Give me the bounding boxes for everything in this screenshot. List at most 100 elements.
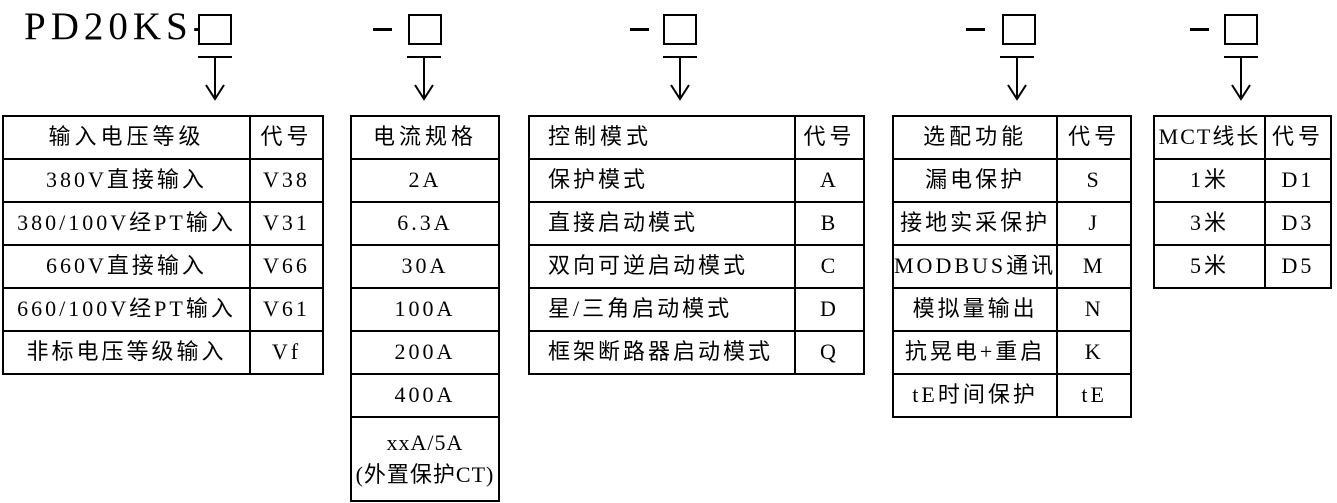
option-code: C	[794, 244, 865, 289]
table-row: 400A	[350, 373, 500, 418]
model-prefix: PD20KS-	[24, 5, 211, 48]
option-code: J	[1056, 201, 1133, 246]
option-label: 380/100V经PT输入	[2, 201, 251, 246]
code-placeholder-box-2	[408, 14, 442, 45]
table-row: 接地实采保护 J	[891, 201, 1133, 246]
table-row: 双向可逆启动模式 C	[528, 244, 865, 289]
table-row: 660/100V经PT输入 V61	[2, 287, 324, 332]
column-header: 代号	[1264, 115, 1332, 160]
table-row: tE时间保护 tE	[891, 373, 1133, 418]
option-label: tE时间保护	[891, 373, 1059, 418]
table-row: 100A	[350, 287, 500, 332]
option-label: 2A	[350, 158, 500, 203]
header-row: MCT线长 代号	[1153, 115, 1332, 160]
down-arrow-icon	[407, 56, 441, 101]
column-header: 代号	[249, 115, 324, 160]
column-header: 电流规格	[350, 115, 500, 160]
column-header: 选配功能	[891, 115, 1059, 160]
option-label: 660/100V经PT输入	[2, 287, 251, 332]
option-code: A	[794, 158, 865, 203]
option-code: Vf	[249, 330, 324, 375]
option-code: V66	[249, 244, 324, 289]
option-code: K	[1056, 330, 1133, 375]
table-row: 200A	[350, 330, 500, 375]
table-row: 6.3A	[350, 201, 500, 246]
header-row: 控制模式 代号	[528, 115, 865, 160]
option-label: 6.3A	[350, 201, 500, 246]
table-row: 1米 D1	[1153, 158, 1332, 203]
table-row: 模拟量输出 N	[891, 287, 1133, 332]
mct-cable-length-table: MCT线长 代号 1米 D1 3米 D3 5米 D5	[1153, 115, 1332, 289]
option-label: 星/三角启动模式	[528, 287, 796, 332]
table-row: 3米 D3	[1153, 201, 1332, 246]
option-label: 抗晃电+重启	[891, 330, 1059, 375]
table-row: MODBUS通讯 M	[891, 244, 1133, 289]
option-label: 5米	[1153, 244, 1266, 289]
code-placeholder-box-4	[1002, 14, 1036, 45]
table-row: 抗晃电+重启 K	[891, 330, 1133, 375]
down-arrow-icon	[198, 56, 232, 101]
option-label: MODBUS通讯	[891, 244, 1059, 289]
table-row: 660V直接输入 V66	[2, 244, 324, 289]
input-voltage-table: 输入电压等级 代号 380V直接输入 V38 380/100V经PT输入 V31…	[2, 115, 324, 375]
separator-dash	[966, 28, 985, 31]
code-placeholder-box-3	[663, 14, 697, 45]
option-label: 30A	[350, 244, 500, 289]
option-label: xxA/5A (外置保护CT)	[350, 416, 500, 502]
column-header: MCT线长	[1153, 115, 1266, 160]
table-row: 2A	[350, 158, 500, 203]
option-code: V38	[249, 158, 324, 203]
option-label: 双向可逆启动模式	[528, 244, 796, 289]
separator-dash	[1190, 28, 1209, 31]
current-spec-table: 电流规格 2A 6.3A 30A 100A 200A 400A xxA/5A (…	[350, 115, 500, 502]
option-label: 660V直接输入	[2, 244, 251, 289]
option-label: 380V直接输入	[2, 158, 251, 203]
control-mode-table: 控制模式 代号 保护模式 A 直接启动模式 B 双向可逆启动模式 C 星/三角启…	[528, 115, 865, 375]
option-label: 3米	[1153, 201, 1266, 246]
down-arrow-icon	[1000, 56, 1034, 101]
column-header: 代号	[1056, 115, 1133, 160]
option-label: 非标电压等级输入	[2, 330, 251, 375]
column-header: 输入电压等级	[2, 115, 251, 160]
option-label: 直接启动模式	[528, 201, 796, 246]
option-code: N	[1056, 287, 1133, 332]
down-arrow-icon	[663, 56, 697, 101]
option-label: 100A	[350, 287, 500, 332]
option-code: tE	[1056, 373, 1133, 418]
separator-dash	[373, 28, 392, 31]
header-row: 输入电压等级 代号	[2, 115, 324, 160]
option-label: 接地实采保护	[891, 201, 1059, 246]
header-row: 电流规格	[350, 115, 500, 160]
option-code: D3	[1264, 201, 1332, 246]
option-code: S	[1056, 158, 1133, 203]
table-row: 30A	[350, 244, 500, 289]
table-row: 漏电保护 S	[891, 158, 1133, 203]
column-header: 控制模式	[528, 115, 796, 160]
column-header: 代号	[794, 115, 865, 160]
option-label: 漏电保护	[891, 158, 1059, 203]
table-row: 380/100V经PT输入 V31	[2, 201, 324, 246]
option-code: M	[1056, 244, 1133, 289]
table-row: 5米 D5	[1153, 244, 1332, 289]
option-code: Q	[794, 330, 865, 375]
option-code: V31	[249, 201, 324, 246]
header-row: 选配功能 代号	[891, 115, 1133, 160]
option-label: 保护模式	[528, 158, 796, 203]
table-row: 直接启动模式 B	[528, 201, 865, 246]
optional-functions-table: 选配功能 代号 漏电保护 S 接地实采保护 J MODBUS通讯 M 模拟量输出…	[891, 115, 1133, 418]
option-label: 400A	[350, 373, 500, 418]
down-arrow-icon	[1224, 56, 1258, 101]
option-code: B	[794, 201, 865, 246]
table-row: 星/三角启动模式 D	[528, 287, 865, 332]
option-code: D	[794, 287, 865, 332]
option-label: 1米	[1153, 158, 1266, 203]
option-label: 200A	[350, 330, 500, 375]
code-placeholder-box-1	[198, 14, 232, 45]
table-row: 380V直接输入 V38	[2, 158, 324, 203]
table-row: 保护模式 A	[528, 158, 865, 203]
table-row: 非标电压等级输入 Vf	[2, 330, 324, 375]
separator-dash	[630, 28, 649, 31]
option-label: 模拟量输出	[891, 287, 1059, 332]
option-code: V61	[249, 287, 324, 332]
